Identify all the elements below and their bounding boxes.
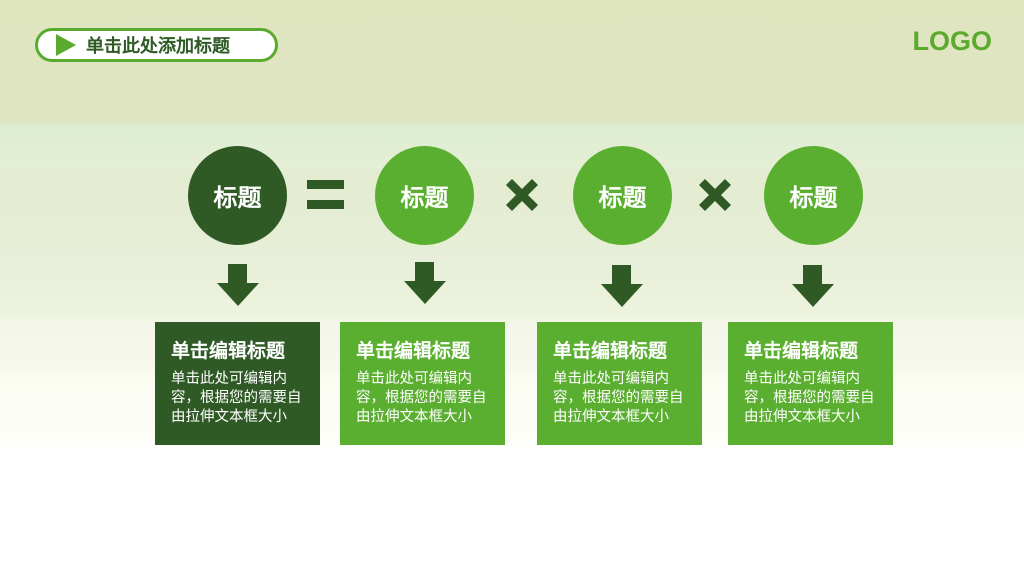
multiply-icon-2	[699, 179, 731, 211]
multiply-icon-1	[506, 179, 538, 211]
card-2[interactable]: 单击编辑标题 单击此处可编辑内容，根据您的需要自由拉伸文本框大小	[340, 322, 505, 445]
down-arrow-icon-2	[404, 262, 446, 304]
circle-4-label: 标题	[789, 184, 838, 212]
slide-title: 单击此处添加标题	[86, 36, 230, 57]
card-4-body: 单击此处可编辑内容，根据您的需要自由拉伸文本框大小	[744, 371, 875, 425]
down-arrow-icon-4	[792, 265, 834, 307]
card-2-title: 单击编辑标题	[356, 340, 471, 362]
down-arrow-icon-1	[217, 264, 259, 306]
circle-2[interactable]: 标题	[375, 146, 474, 245]
play-triangle-icon	[56, 34, 76, 56]
card-1[interactable]: 单击编辑标题 单击此处可编辑内容，根据您的需要自由拉伸文本框大小	[155, 322, 320, 445]
card-3-body: 单击此处可编辑内容，根据您的需要自由拉伸文本框大小	[553, 371, 684, 425]
circle-3-label: 标题	[598, 184, 647, 212]
circle-3[interactable]: 标题	[573, 146, 672, 245]
circle-1[interactable]: 标题	[188, 146, 287, 245]
equals-icon	[307, 180, 344, 209]
card-2-body: 单击此处可编辑内容，根据您的需要自由拉伸文本框大小	[356, 371, 487, 425]
slide-title-box[interactable]: 单击此处添加标题	[35, 28, 278, 62]
card-3[interactable]: 单击编辑标题 单击此处可编辑内容，根据您的需要自由拉伸文本框大小	[537, 322, 702, 445]
card-4-title: 单击编辑标题	[744, 340, 859, 362]
card-4[interactable]: 单击编辑标题 单击此处可编辑内容，根据您的需要自由拉伸文本框大小	[728, 322, 893, 445]
down-arrow-icon-3	[601, 265, 643, 307]
circle-2-label: 标题	[400, 184, 449, 212]
card-3-title: 单击编辑标题	[553, 340, 668, 362]
logo: LOGO	[912, 26, 993, 56]
card-1-body: 单击此处可编辑内容，根据您的需要自由拉伸文本框大小	[171, 371, 302, 425]
circle-1-label: 标题	[213, 184, 262, 212]
card-1-title: 单击编辑标题	[171, 340, 286, 362]
circle-4[interactable]: 标题	[764, 146, 863, 245]
